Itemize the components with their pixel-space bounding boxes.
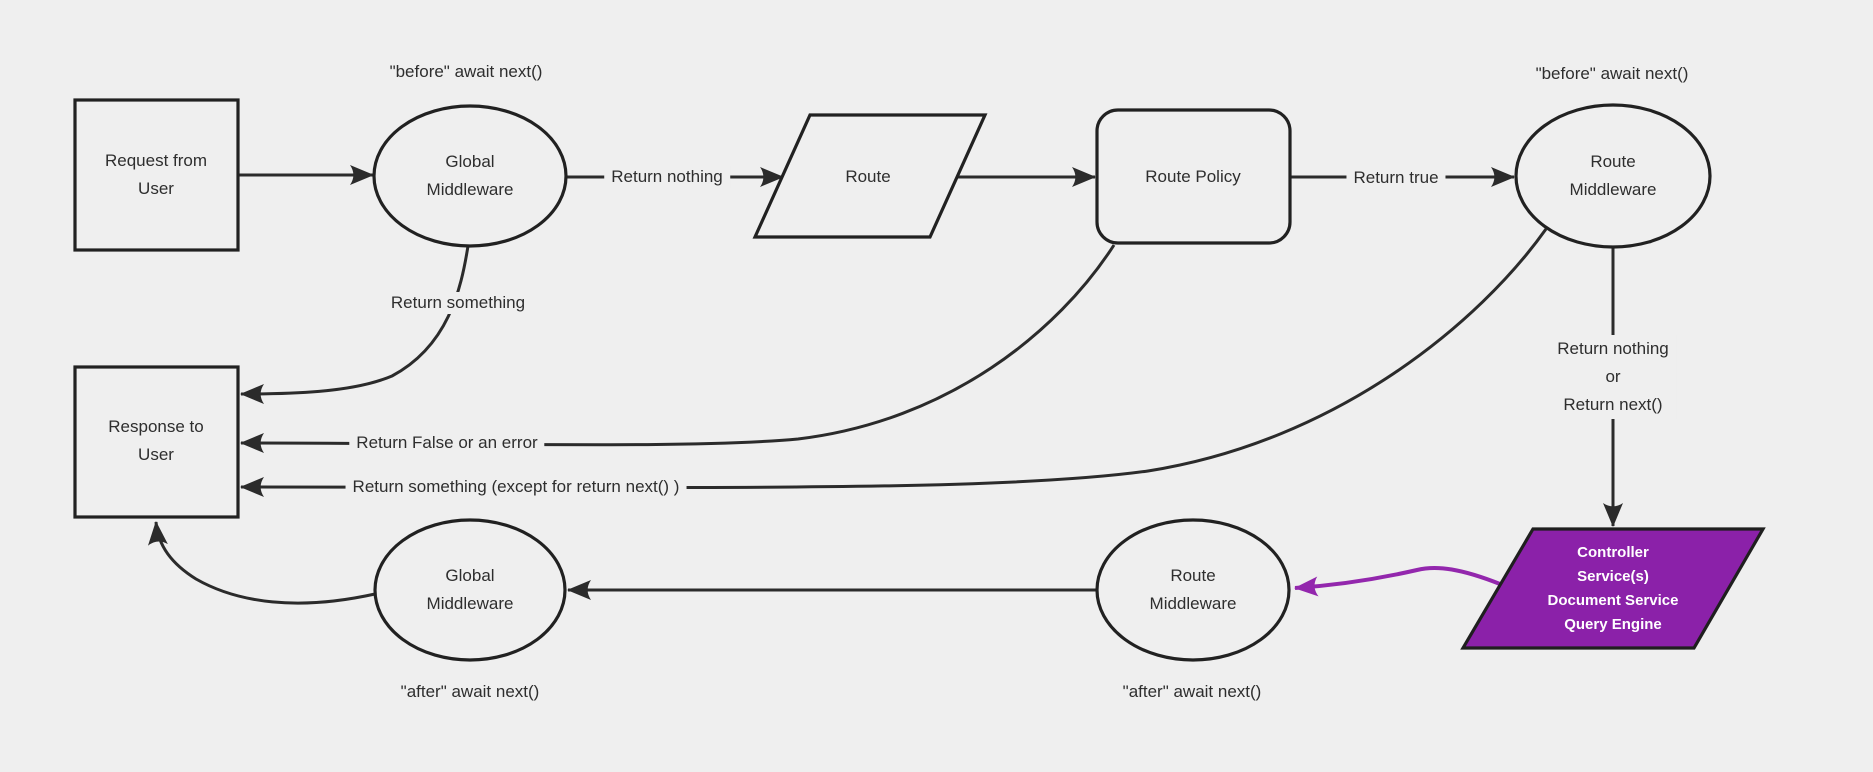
node-route (752, 113, 988, 239)
node-label-line: Controller (1577, 544, 1649, 561)
edge-controller-to-route-middleware-bottom (1294, 565, 1501, 597)
node-global-middleware-bottom (373, 518, 567, 662)
node-controller-services (1460, 527, 1766, 650)
node-label-line: Route (1170, 566, 1216, 585)
node-request-from-user (73, 98, 240, 252)
node-route-middleware-top (1514, 103, 1712, 249)
node-label-line: Document Service (1547, 592, 1679, 609)
edge-label-before-await-right: "before" await next() (1535, 64, 1689, 83)
node-label-response-to-user: Response to User (108, 413, 203, 469)
node-label-line: Response to (108, 417, 204, 436)
node-label-line: Middleware (426, 180, 514, 199)
node-route-policy (1095, 108, 1292, 245)
node-global-middleware-top (372, 104, 568, 248)
node-label-line: Service(s) (1577, 568, 1649, 585)
node-label-route: Route (845, 167, 891, 186)
edge-label-line: Return nothing (1557, 339, 1669, 358)
edge-label-line: Return next() (1563, 395, 1663, 414)
edge-label-return-nothing: Return nothing (604, 166, 730, 188)
edge-label-return-something-except: Return something (except for return next… (345, 476, 687, 498)
node-label-global-middleware-bottom: Global Middleware (427, 562, 514, 618)
node-label-route-middleware-top: Route Middleware (1570, 148, 1657, 204)
node-label-global-middleware-top: Global Middleware (427, 148, 514, 204)
edge-label-return-something: Return something (383, 292, 533, 314)
node-label-line: Middleware (426, 594, 514, 613)
node-label-line: Request from (104, 151, 208, 170)
node-response-to-user (73, 365, 240, 519)
node-label-line: Middleware (1569, 180, 1657, 199)
node-label-line: Global (445, 566, 495, 585)
edge-return-something-to-response (240, 245, 470, 404)
node-label-line: User (138, 179, 174, 198)
edge-label-before-await-left: "before" await next() (389, 62, 543, 81)
edge-return-false-to-response (240, 244, 1116, 454)
node-route-middleware-bottom (1095, 518, 1291, 662)
node-label-line: Global (445, 152, 495, 171)
edge-global-middleware-bottom-to-response (147, 521, 376, 605)
node-label-line: Middleware (1149, 594, 1237, 613)
edge-label-after-await-left: "after" await next() (400, 682, 540, 701)
edge-label-return-true: Return true (1346, 167, 1446, 189)
node-label-line: Query Engine (1564, 616, 1662, 633)
node-label-route-middleware-bottom: Route Middleware (1150, 562, 1237, 618)
node-label-route-policy: Route Policy (1145, 167, 1241, 186)
edge-label-return-false: Return False or an error (349, 432, 545, 454)
edge-label-return-nothing-or-next: Return nothing or Return next() (1550, 335, 1676, 419)
node-label-line: User (138, 445, 174, 464)
node-label-line: Route (1590, 152, 1636, 171)
edge-label-line: or (1605, 367, 1621, 386)
node-label-request-from-user: Request from User (105, 147, 207, 203)
edge-label-after-await-right: "after" await next() (1122, 682, 1262, 701)
node-label-controller-services: Controller Service(s) Document Service Q… (1548, 541, 1679, 637)
